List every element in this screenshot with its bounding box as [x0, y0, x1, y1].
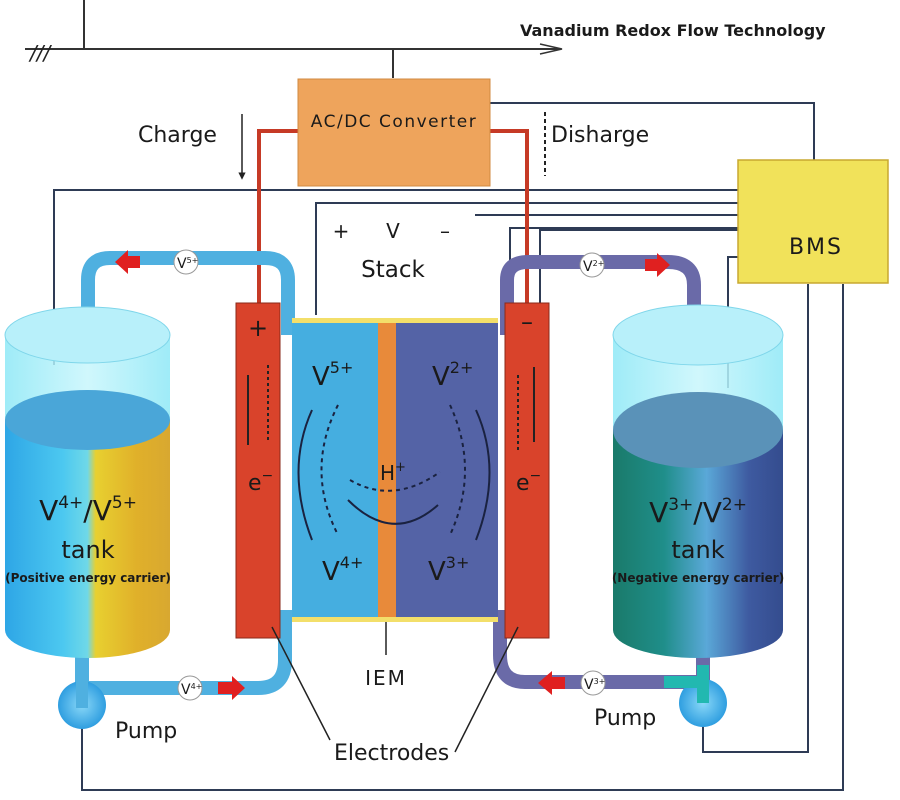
positive-electron-label: e− — [248, 468, 273, 496]
svg-text:V5+: V5+ — [177, 256, 198, 272]
negative-electrolyte-tank: V3+/V2+ tank (Negative energy carrier) — [612, 304, 784, 658]
diagram-title: Vanadium Redox Flow Technology — [520, 21, 826, 40]
svg-text:V4+: V4+ — [181, 682, 202, 698]
negative-electron-label: e− — [516, 468, 541, 496]
bms-unit: BMS — [737, 159, 889, 284]
flow-badge-v4: V4+ — [177, 675, 203, 701]
cell-stack — [292, 318, 498, 655]
stack-voltage-label: V — [386, 219, 400, 243]
power-line-negative — [490, 129, 529, 308]
negative-sign: – — [521, 308, 533, 336]
flow-arrow-left-top-icon — [115, 250, 140, 274]
ion-v5-stack: V5+ — [312, 358, 353, 392]
reaction-arcs — [297, 404, 491, 541]
proton-label: H+ — [380, 460, 406, 485]
stack-label: Stack — [361, 257, 425, 283]
negative-tank-ions: V3+/V2+ — [649, 495, 747, 529]
three-phase-marker: /// — [28, 41, 52, 65]
bms-label: BMS — [789, 235, 843, 260]
positive-electrode: + e− — [235, 302, 281, 639]
discharge-label: Disharge — [551, 123, 649, 148]
negative-tank-sublabel: (Negative energy carrier) — [612, 571, 784, 585]
positive-tank-label: tank — [61, 536, 114, 564]
charge-label: Charge — [138, 123, 217, 148]
ion-exchange-membrane — [378, 320, 396, 618]
ac-grid-bus: /// — [25, 0, 563, 78]
flow-arrow-left-bottom-icon — [218, 676, 245, 700]
flow-arrow-right-top-icon — [645, 253, 670, 277]
iem-label: IEM — [365, 666, 407, 690]
stack-minus-label: – — [440, 219, 450, 243]
ion-v4-stack: V4+ — [322, 553, 363, 587]
electrodes-label: Electrodes — [334, 741, 449, 766]
ac-dc-converter: AC/DC Converter — [297, 78, 491, 187]
flow-arrow-right-bottom-icon — [538, 671, 565, 695]
negative-tank-label: tank — [671, 536, 724, 564]
flow-badge-v2: V2+ — [579, 252, 605, 278]
power-line-positive — [257, 129, 298, 308]
svg-text:V2+: V2+ — [583, 259, 604, 275]
converter-label: AC/DC Converter — [311, 112, 477, 132]
flow-badge-v5: V5+ — [173, 249, 199, 275]
positive-electrolyte-tank: V4+/V5+ tank (Positive energy carrier) — [4, 306, 171, 658]
right-pump — [664, 665, 727, 727]
left-pump — [58, 668, 106, 729]
stack-voltage-readout: + V – Stack — [333, 219, 450, 283]
svg-text:V3+: V3+ — [584, 677, 605, 693]
negative-electrode: – e− — [504, 302, 550, 639]
left-pump-label: Pump — [115, 719, 177, 744]
positive-sign: + — [248, 314, 268, 342]
ion-v3-stack: V3+ — [428, 553, 469, 587]
positive-tank-ions: V4+/V5+ — [39, 493, 137, 527]
flow-badge-v3: V3+ — [580, 670, 606, 696]
right-pump-label: Pump — [594, 706, 656, 731]
positive-tank-sublabel: (Positive energy carrier) — [5, 571, 171, 585]
stack-plus-label: + — [333, 219, 350, 243]
ion-v2-stack: V2+ — [432, 358, 473, 392]
